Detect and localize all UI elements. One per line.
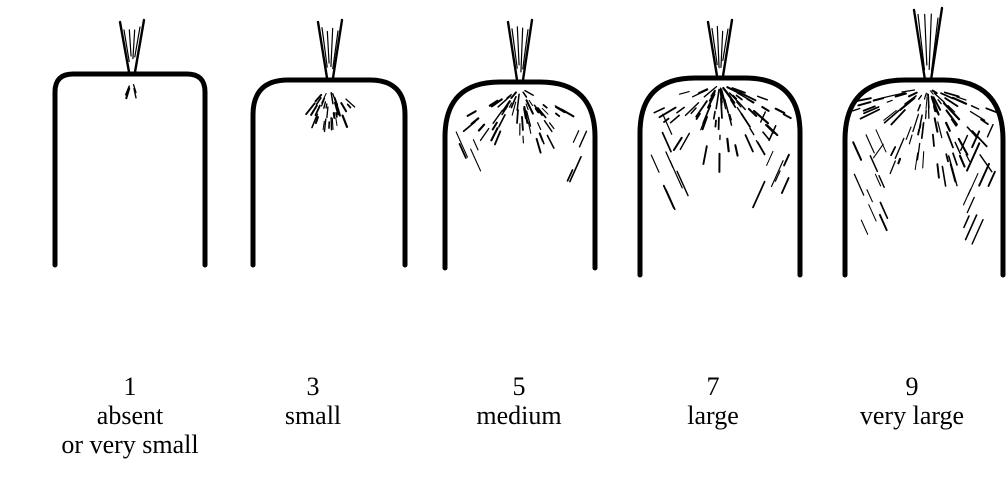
score-5: 5 [429, 372, 609, 401]
shape-group-3 [253, 20, 405, 265]
label-9: 9 very large [822, 372, 1002, 430]
shape-group-9 [845, 8, 1003, 275]
label-3: 3 small [223, 372, 403, 430]
stem [318, 20, 342, 78]
description-9: very large [822, 401, 1002, 430]
description-1-line-1: absent [40, 401, 220, 430]
stem [914, 8, 942, 80]
shape-group-7 [640, 20, 800, 275]
label-1: 1 absent or very small [40, 372, 220, 459]
tip-outline [253, 80, 405, 265]
score-1: 1 [40, 372, 220, 401]
description-3: small [223, 401, 403, 430]
hair-strokes [456, 91, 586, 182]
shape-group-5 [445, 20, 595, 268]
hair-strokes [306, 93, 355, 132]
hair-strokes [126, 85, 136, 99]
stem [508, 20, 532, 80]
label-5: 5 medium [429, 372, 609, 430]
hair-strokes [853, 90, 998, 244]
shape-group-1 [55, 20, 205, 265]
stem [120, 20, 144, 72]
label-7: 7 large [623, 372, 803, 430]
score-7: 7 [623, 372, 803, 401]
score-3: 3 [223, 372, 403, 401]
description-1-line-2: or very small [40, 430, 220, 459]
score-9: 9 [822, 372, 1002, 401]
hair-strokes [651, 87, 791, 210]
description-7: large [623, 401, 803, 430]
description-5: medium [429, 401, 609, 430]
stem [708, 20, 732, 76]
tip-outline [55, 74, 205, 265]
